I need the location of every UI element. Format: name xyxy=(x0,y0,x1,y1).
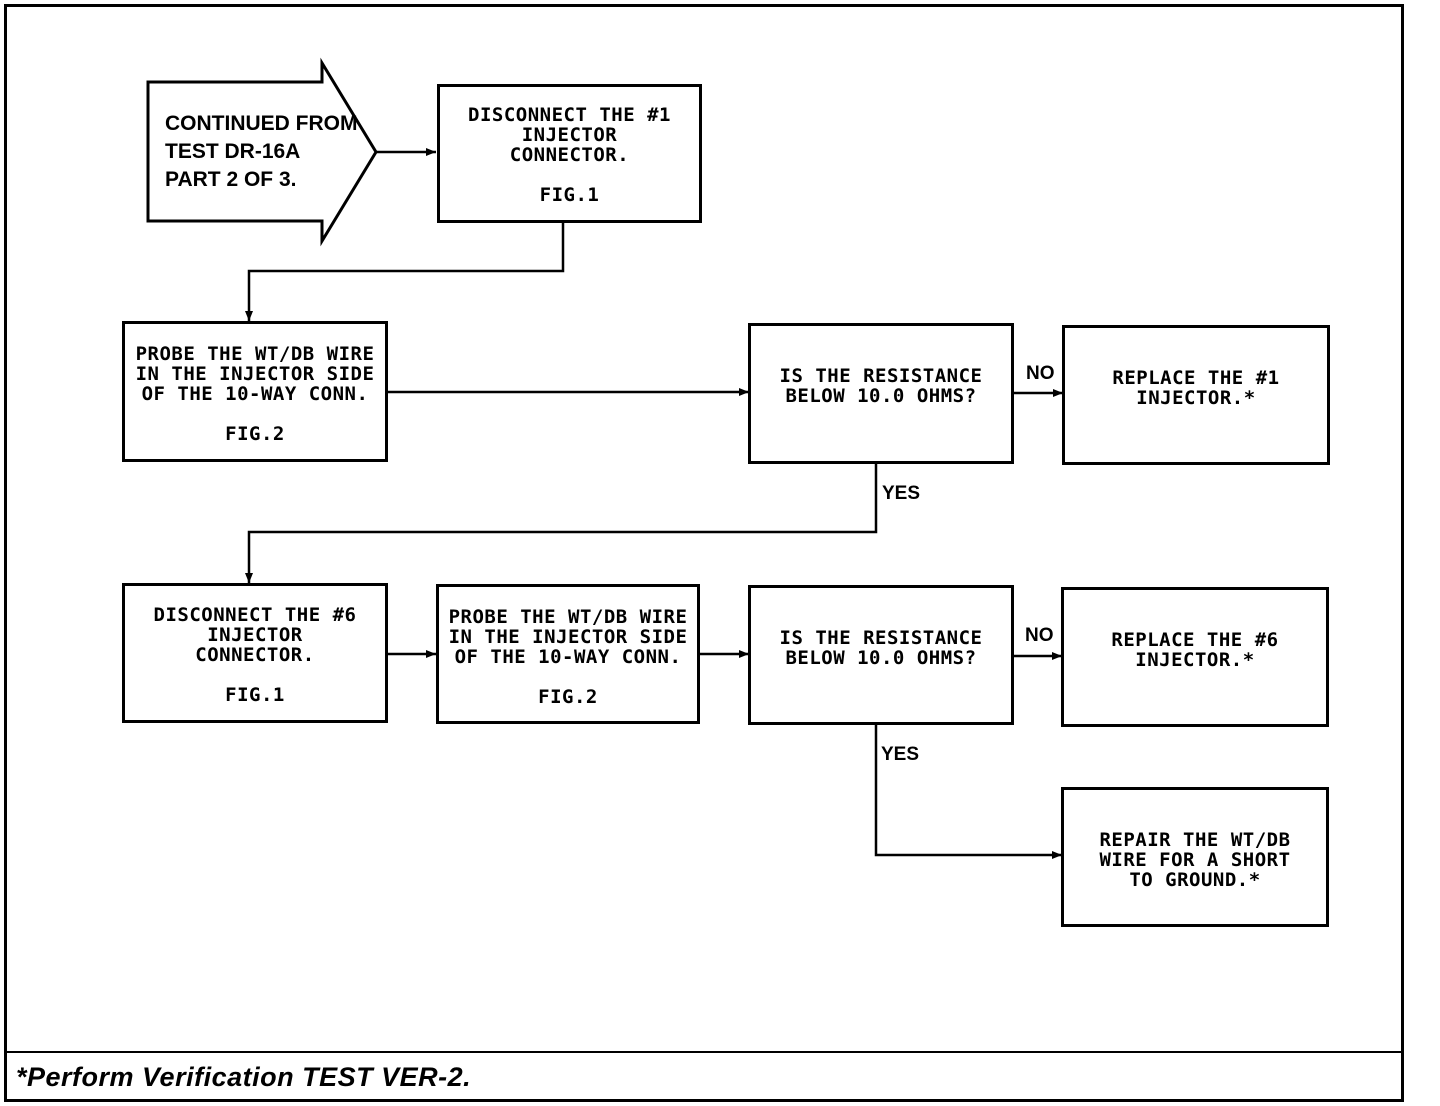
diagram-frame xyxy=(4,4,1404,1102)
connector-question1-yes xyxy=(245,464,878,583)
box-text: REPLACE THE #6 INJECTOR.* xyxy=(1111,629,1279,671)
box-text: PROBE THE WT/DB WIRE IN THE INJECTOR SID… xyxy=(135,343,375,405)
fig-reference: FIG.2 xyxy=(225,423,285,445)
box-replace-6: REPLACE THE #6 INJECTOR.* xyxy=(1061,587,1329,727)
box-text: DISCONNECT THE #1 INJECTOR CONNECTOR. xyxy=(468,104,671,166)
label-no-1: NO xyxy=(1026,363,1055,384)
box-question-1: IS THE RESISTANCE BELOW 10.0 OHMS? xyxy=(748,323,1014,464)
box-disconnect-1: DISCONNECT THE #1 INJECTOR CONNECTOR. FI… xyxy=(437,84,702,223)
box-text: REPLACE THE #1 INJECTOR.* xyxy=(1112,367,1280,409)
box-question-2: IS THE RESISTANCE BELOW 10.0 OHMS? xyxy=(748,585,1014,725)
box-probe-2: PROBE THE WT/DB WIRE IN THE INJECTOR SID… xyxy=(436,584,700,724)
connector-disconnect1-to-probe1 xyxy=(245,223,565,321)
connector-question2-yes xyxy=(874,725,1062,859)
box-probe-1: PROBE THE WT/DB WIRE IN THE INJECTOR SID… xyxy=(122,321,388,462)
box-text: PROBE THE WT/DB WIRE IN THE INJECTOR SID… xyxy=(448,606,688,668)
label-yes-1: YES xyxy=(882,483,921,504)
footer-divider xyxy=(4,1051,1404,1053)
footnote: *Perform Verification TEST VER-2. xyxy=(16,1062,472,1092)
box-disconnect-6: DISCONNECT THE #6 INJECTOR CONNECTOR. FI… xyxy=(122,583,388,723)
box-replace-1: REPLACE THE #1 INJECTOR.* xyxy=(1062,325,1330,465)
label-no-2: NO xyxy=(1025,625,1054,646)
fig-reference: FIG.1 xyxy=(539,184,600,206)
box-text: REPAIR THE WT/DB WIRE FOR A SHORT TO GRO… xyxy=(1099,829,1291,891)
start-arrow-label: CONTINUED FROM TEST DR-16A PART 2 OF 3. xyxy=(165,112,358,191)
start-arrow-shape xyxy=(146,57,378,247)
box-text: DISCONNECT THE #6 INJECTOR CONNECTOR. xyxy=(153,604,357,666)
fig-reference: FIG.1 xyxy=(225,684,285,706)
fig-reference: FIG.2 xyxy=(538,686,598,708)
box-text: IS THE RESISTANCE BELOW 10.0 OHMS? xyxy=(779,627,983,669)
box-text: IS THE RESISTANCE BELOW 10.0 OHMS? xyxy=(779,365,983,407)
label-yes-2: YES xyxy=(881,744,920,765)
box-repair-wire: REPAIR THE WT/DB WIRE FOR A SHORT TO GRO… xyxy=(1061,787,1329,927)
